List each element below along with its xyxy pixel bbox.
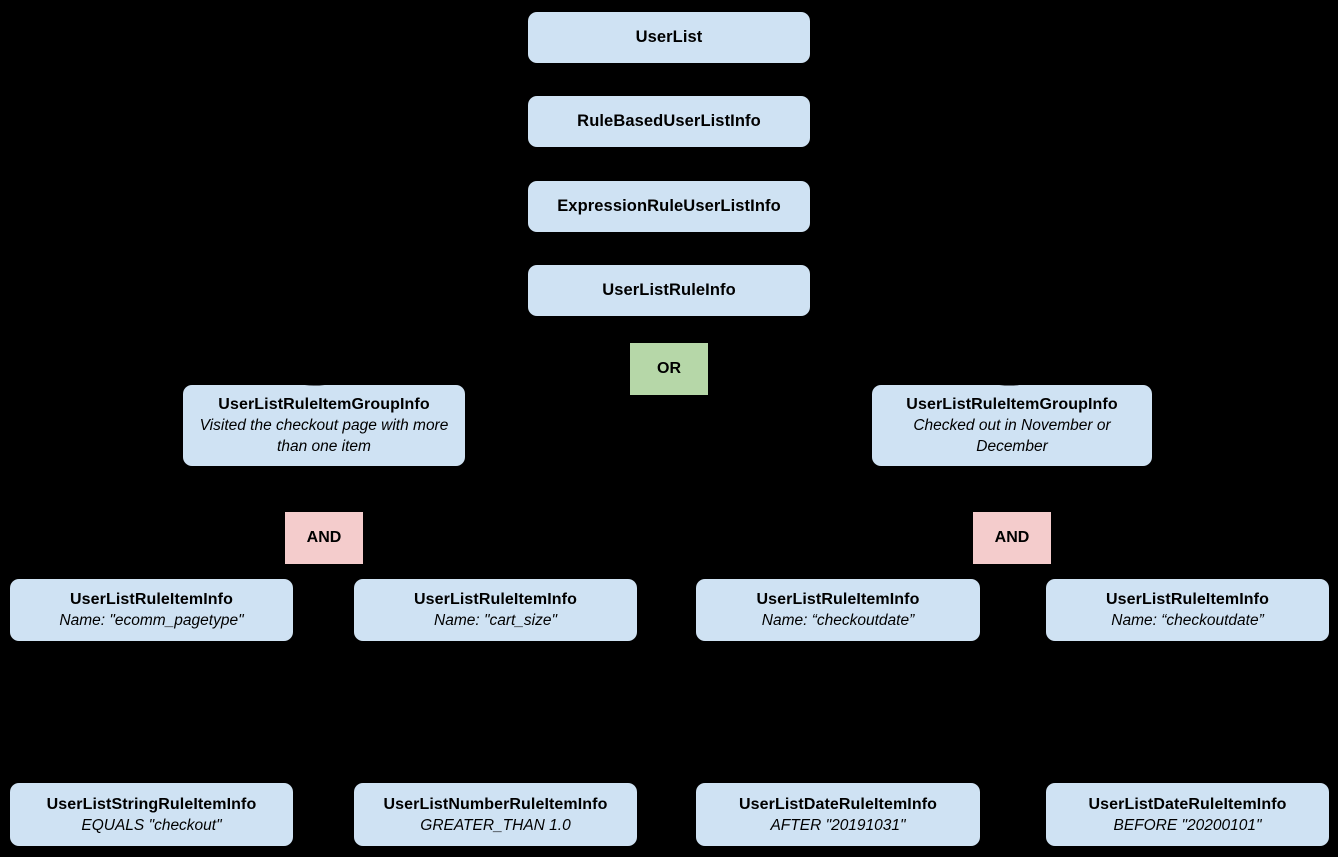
leaf-title: UserListDateRuleItemInfo xyxy=(739,795,937,813)
node-group-left: UserListRuleItemGroupInfo Visited the ch… xyxy=(183,385,465,466)
node-dateruleitem-after: UserListDateRuleItemInfo AFTER "20191031… xyxy=(696,783,980,846)
node-label: UserList xyxy=(635,28,703,46)
ruleitem-title: UserListRuleItemInfo xyxy=(70,591,233,608)
ruleitem-name: Name: “checkoutdate” xyxy=(761,612,915,629)
node-group-right: UserListRuleItemGroupInfo Checked out in… xyxy=(872,385,1152,466)
ruleitem-name: Name: "cart_size" xyxy=(434,612,557,629)
leaf-condition: EQUALS "checkout" xyxy=(81,816,222,834)
group-description: Visited the checkout page with more than… xyxy=(199,417,449,455)
node-ruleitem-ecomm-pagetype: UserListRuleItemInfo Name: "ecomm_pagety… xyxy=(10,579,293,641)
operator-and-label: AND xyxy=(994,529,1030,546)
leaf-condition: BEFORE "20200101" xyxy=(1113,816,1262,834)
group-title: UserListRuleItemGroupInfo xyxy=(906,396,1118,413)
leaf-title: UserListDateRuleItemInfo xyxy=(1088,795,1287,813)
node-ruleitem-cart-size: UserListRuleItemInfo Name: "cart_size" xyxy=(354,579,637,641)
leaf-condition: AFTER "20191031" xyxy=(770,816,906,834)
node-ruleitem-checkoutdate-1: UserListRuleItemInfo Name: “checkoutdate… xyxy=(696,579,980,641)
node-stringruleitem: UserListStringRuleItemInfo EQUALS "check… xyxy=(10,783,293,846)
node-expressionruleuserlistinfo: ExpressionRuleUserListInfo xyxy=(528,181,810,232)
node-label: ExpressionRuleUserListInfo xyxy=(557,197,781,215)
ruleitem-name: Name: “checkoutdate” xyxy=(1111,612,1264,629)
operator-and-right: AND xyxy=(973,512,1051,564)
ruleitem-name: Name: "ecomm_pagetype" xyxy=(59,612,244,629)
node-userlist: UserList xyxy=(528,12,810,63)
node-rulebaseduserlistinfo: RuleBasedUserListInfo xyxy=(528,96,810,147)
leaf-condition: GREATER_THAN 1.0 xyxy=(420,816,571,834)
group-title: UserListRuleItemGroupInfo xyxy=(218,396,430,413)
node-label: RuleBasedUserListInfo xyxy=(577,112,761,130)
node-label: UserListRuleInfo xyxy=(602,281,736,299)
node-numberruleitem: UserListNumberRuleItemInfo GREATER_THAN … xyxy=(354,783,637,846)
operator-or-label: OR xyxy=(657,360,681,377)
ruleitem-title: UserListRuleItemInfo xyxy=(414,591,577,608)
node-ruleitem-checkoutdate-2: UserListRuleItemInfo Name: “checkoutdate… xyxy=(1046,579,1329,641)
group-description: Checked out in November or December xyxy=(913,417,1111,455)
leaf-title: UserListNumberRuleItemInfo xyxy=(383,795,608,813)
ruleitem-title: UserListRuleItemInfo xyxy=(756,591,920,608)
node-userlistruleinfo: UserListRuleInfo xyxy=(528,265,810,316)
operator-or: OR xyxy=(630,343,708,395)
operator-and-left: AND xyxy=(285,512,363,564)
node-dateruleitem-before: UserListDateRuleItemInfo BEFORE "2020010… xyxy=(1046,783,1329,846)
leaf-title: UserListStringRuleItemInfo xyxy=(46,795,257,813)
operator-and-label: AND xyxy=(306,529,342,546)
ruleitem-title: UserListRuleItemInfo xyxy=(1106,591,1269,608)
